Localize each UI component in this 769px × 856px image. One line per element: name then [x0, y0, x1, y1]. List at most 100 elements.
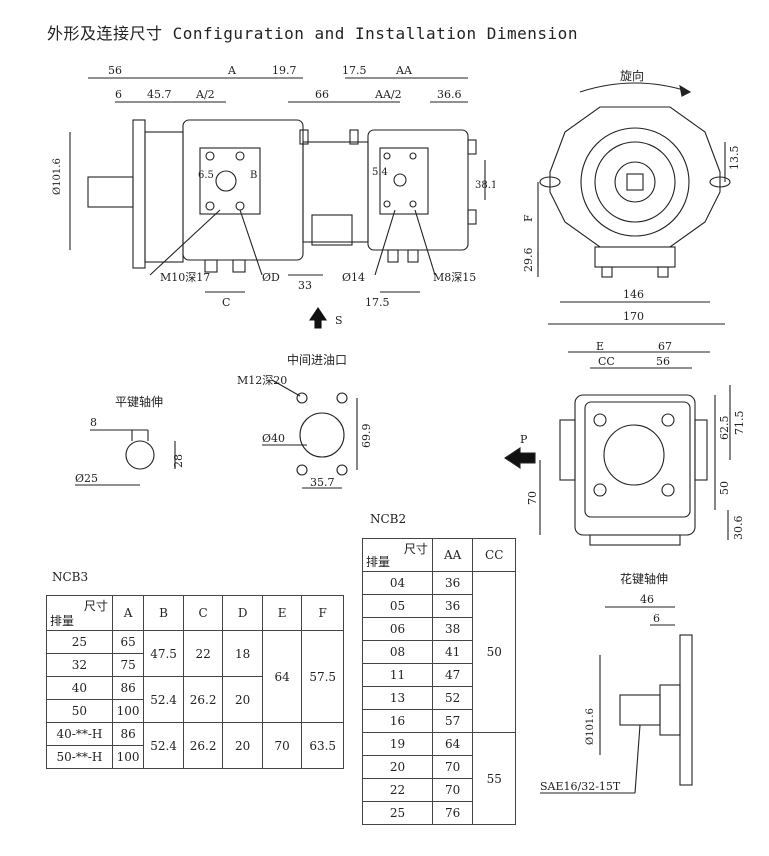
dim-8: 8	[90, 416, 97, 429]
side-view-drawing: E 67 CC 56 62.5 71.5 50 70 30.6 P	[504, 340, 746, 546]
dim-e: E	[596, 340, 604, 353]
table-cell: 65	[111, 630, 145, 654]
table-cell: 100	[111, 699, 145, 723]
dim-17-5-bottom: 17.5	[365, 296, 390, 309]
dim-170: 170	[623, 310, 644, 323]
dim-46: 46	[640, 593, 654, 606]
dim-38-1: 38.1	[475, 180, 495, 191]
table-cell: 18	[222, 630, 263, 677]
table-cell: 32	[46, 653, 113, 677]
spline-title: 花键轴伸	[620, 571, 668, 586]
table-cell: 08	[362, 640, 433, 664]
dim-6-spline: 6	[653, 612, 660, 625]
ncb2-label: NCB2	[370, 512, 407, 526]
dim-13-5: 13.5	[728, 146, 741, 171]
dim-36-6: 36.6	[437, 88, 462, 101]
dim-45-7: 45.7	[147, 88, 172, 101]
dim-aa-half: AA/2	[374, 88, 402, 101]
table-cell: 50	[46, 699, 113, 723]
table-cell: 40	[46, 676, 113, 700]
dim-19-7: 19.7	[272, 64, 297, 77]
table-cell: 04	[362, 571, 433, 595]
table-cell: 16	[362, 709, 433, 733]
label-m12: M12深20	[237, 374, 287, 387]
dim-6-5: 6.5	[198, 170, 214, 181]
ncb2-header: CC	[472, 538, 516, 572]
table-cell: 20	[222, 722, 263, 769]
main-view-drawing: 56 A 19.7 17.5 AA 6 45.7 A/2 66 AA/2 36.…	[52, 64, 495, 329]
label-p: P	[520, 433, 528, 446]
table-cell: 47	[431, 663, 474, 687]
table-cell: 38	[431, 617, 474, 641]
ncb3-table: 尺寸 排量 A B C D E F 25 65 47.5 22 18 64 57…	[46, 595, 344, 769]
flat-key-title: 平键轴伸	[115, 394, 163, 409]
ncb3-header: C	[182, 595, 224, 631]
table-cell: 11	[362, 663, 433, 687]
dim-28: 28	[172, 454, 185, 468]
dim-a: A	[227, 64, 237, 77]
table-cell: 100	[111, 745, 145, 769]
label-m8: M8深15	[433, 271, 476, 284]
dim-o25: Ø25	[75, 472, 98, 485]
inlet-title: 中间进油口	[287, 352, 347, 367]
table-cell: 75	[111, 653, 145, 677]
dim-6: 6	[115, 88, 122, 101]
spline-drawing: 花键轴伸 46 6 Ø101.6 SAE16/32-15T	[540, 571, 693, 794]
table-cell: 52	[431, 686, 474, 710]
dim-f: F	[522, 214, 535, 222]
dim-o14: Ø14	[342, 271, 365, 284]
dim-c: C	[222, 296, 230, 309]
dim-b: B	[250, 170, 257, 181]
table-cell: 76	[431, 801, 474, 825]
dim-35-7: 35.7	[310, 476, 335, 489]
rotation-label: 旋向	[620, 68, 644, 83]
page-title: 外形及连接尺寸 Configuration and Installation D…	[47, 24, 578, 43]
ncb2-header: AA	[431, 538, 474, 572]
dim-29-6: 29.6	[522, 248, 535, 273]
ncb2-corner: 尺寸 排量	[362, 538, 433, 572]
table-cell: 40-**-H	[46, 722, 113, 746]
dim-146: 146	[623, 288, 644, 301]
ncb3-corner: 尺寸 排量	[46, 595, 113, 631]
dim-56: 56	[108, 64, 122, 77]
table-cell: 86	[111, 722, 145, 746]
dim-aa: AA	[395, 64, 413, 77]
dim-o101-6-spline: Ø101.6	[585, 708, 596, 745]
dim-67: 67	[658, 340, 672, 353]
table-cell: 05	[362, 594, 433, 618]
table-cell: 70	[261, 722, 303, 769]
flat-key-drawing: 平键轴伸 8 28 Ø25	[75, 394, 185, 486]
dim-dia-101-6: Ø101.6	[52, 158, 63, 195]
ncb3-header: F	[301, 595, 344, 631]
table-cell: 26.2	[182, 676, 224, 723]
table-cell: 55	[472, 732, 516, 825]
table-cell: 20	[222, 676, 263, 723]
table-cell: 19	[362, 732, 433, 756]
dim-30-6: 30.6	[732, 516, 745, 541]
table-cell: 22	[182, 630, 224, 677]
dim-50: 50	[718, 481, 731, 495]
table-cell: 50-**-H	[46, 745, 113, 769]
dim-69-9: 69.9	[360, 424, 373, 449]
table-cell: 86	[111, 676, 145, 700]
end-view-drawing: 旋向 13.5 F 29.6 146 170	[522, 68, 741, 325]
ncb3-label: NCB3	[52, 570, 89, 584]
label-sae: SAE16/32-15T	[540, 780, 621, 793]
table-cell: 63.5	[301, 722, 344, 769]
table-cell: 36	[431, 594, 474, 618]
table-cell: 20	[362, 755, 433, 779]
table-cell: 22	[362, 778, 433, 802]
table-cell: 25	[46, 630, 113, 654]
table-cell: 36	[431, 571, 474, 595]
table-cell: 41	[431, 640, 474, 664]
table-cell: 06	[362, 617, 433, 641]
table-cell: 52.4	[143, 722, 184, 769]
dim-a-half: A/2	[195, 88, 215, 101]
dim-66: 66	[315, 88, 329, 101]
dim-5-4: 5.4	[372, 167, 388, 178]
table-cell: 70	[431, 778, 474, 802]
ncb3-header: E	[261, 595, 303, 631]
dim-od: ØD	[262, 271, 280, 284]
table-cell: 13	[362, 686, 433, 710]
